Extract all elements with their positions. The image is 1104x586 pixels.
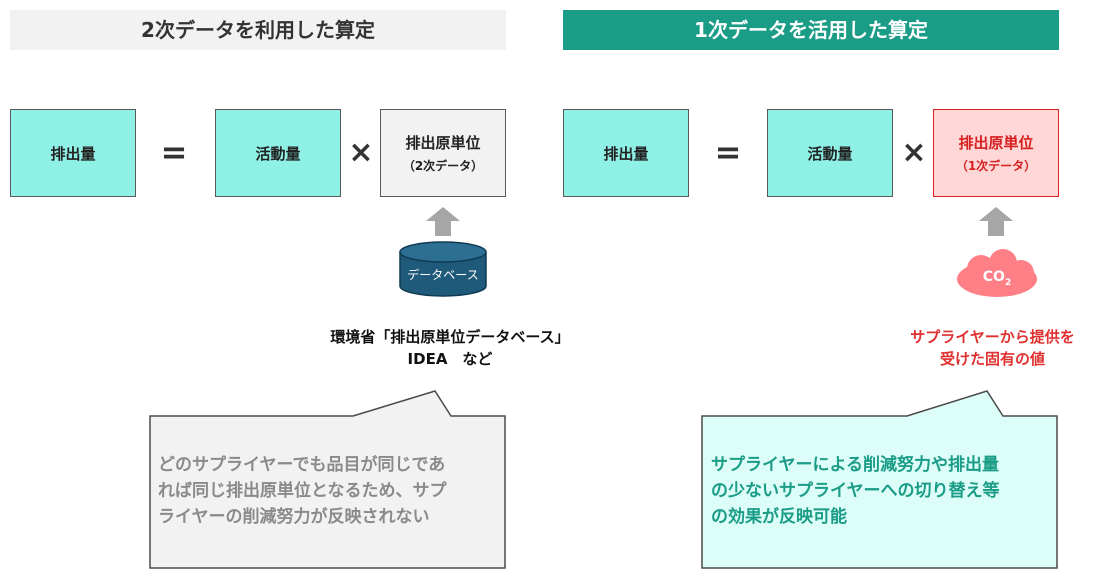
left-section-header: 2次データを利用した算定 bbox=[10, 10, 506, 50]
left-note-line1: 環境省「排出原単位データベース」 bbox=[330, 328, 570, 346]
co2-label: CO2 bbox=[951, 269, 1043, 288]
left-source-note: 環境省「排出原単位データベース」 IDEA など bbox=[290, 326, 610, 370]
co2-subscript: 2 bbox=[1004, 277, 1012, 288]
right-note-line1: サプライヤーから提供を bbox=[910, 328, 1075, 346]
left-callout-text: どのサプライヤーでも品目が同じであ れば同じ排出原単位となるため、サプ ライヤー… bbox=[158, 452, 503, 530]
left-emissions-label: 排出量 bbox=[50, 144, 96, 163]
database-label: データベース bbox=[407, 268, 479, 282]
left-callout-bubble bbox=[149, 390, 506, 569]
right-callout-bubble bbox=[701, 390, 1058, 569]
right-callout-line3: の効果が反映可能 bbox=[711, 507, 847, 527]
left-equals-sign: = bbox=[160, 133, 188, 171]
left-activity-label: 活動量 bbox=[255, 144, 301, 163]
left-callout-line1: どのサプライヤーでも品目が同じであ bbox=[158, 455, 446, 475]
right-factor-box: 排出原単位 （1次データ） bbox=[933, 109, 1059, 197]
right-activity-label: 活動量 bbox=[807, 144, 853, 163]
left-factor-subtitle: （2次データ） bbox=[402, 159, 484, 173]
right-equals-sign: = bbox=[714, 133, 742, 171]
left-emissions-box: 排出量 bbox=[10, 109, 136, 197]
database-icon: データベース bbox=[398, 240, 488, 298]
right-callout-text: サプライヤーによる削減努力や排出量 の少ないサプライヤーへの切り替え等 の効果が… bbox=[711, 452, 1056, 530]
left-activity-box: 活動量 bbox=[215, 109, 341, 197]
right-callout-line2: の少ないサプライヤーへの切り替え等 bbox=[711, 481, 1000, 501]
right-times-sign: × bbox=[901, 135, 927, 170]
right-source-note: サプライヤーから提供を 受けた固有の値 bbox=[880, 326, 1104, 370]
left-factor-title: 排出原単位 bbox=[405, 134, 481, 152]
left-factor-box: 排出原単位 （2次データ） bbox=[380, 109, 506, 197]
left-callout-line3: ライヤーの削減努力が反映されない bbox=[158, 507, 430, 527]
right-activity-box: 活動量 bbox=[767, 109, 893, 197]
right-callout-line1: サプライヤーによる削減努力や排出量 bbox=[711, 455, 999, 475]
left-up-arrow-icon bbox=[426, 207, 460, 236]
right-emissions-box: 排出量 bbox=[563, 109, 689, 197]
right-factor-subtitle: （1次データ） bbox=[955, 159, 1037, 173]
right-up-arrow-icon bbox=[979, 207, 1013, 236]
right-factor-title: 排出原単位 bbox=[958, 134, 1034, 152]
co2-text: CO bbox=[982, 269, 1005, 285]
right-emissions-label: 排出量 bbox=[603, 144, 649, 163]
right-section-header: 1次データを活用した算定 bbox=[563, 10, 1059, 50]
right-note-line2: 受けた固有の値 bbox=[939, 350, 1045, 368]
left-times-sign: × bbox=[348, 135, 374, 170]
co2-cloud-icon: CO2 bbox=[951, 247, 1043, 303]
left-callout-line2: れば同じ排出原単位となるため、サプ bbox=[158, 481, 447, 501]
left-note-line2: IDEA など bbox=[407, 350, 493, 368]
